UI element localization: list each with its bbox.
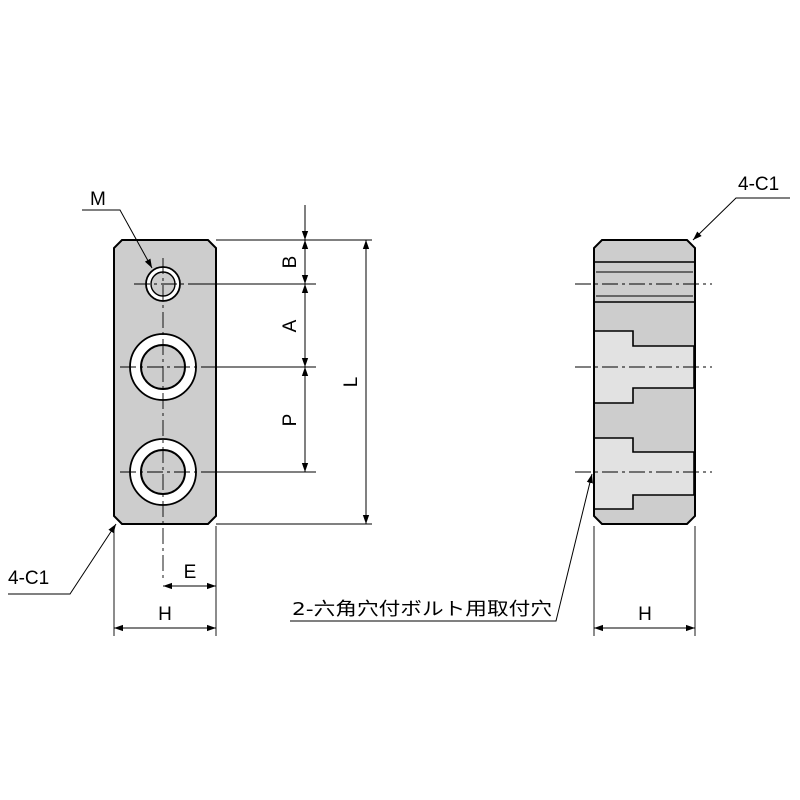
front-leaders	[8, 209, 153, 595]
label-l: L	[341, 377, 362, 388]
side-counterbore-lower	[595, 437, 695, 510]
label-chamfer-right: 4-C1	[738, 174, 779, 195]
label-e: E	[184, 562, 197, 583]
front-view: M B A P L E H 4-C1	[8, 189, 372, 636]
label-b: B	[280, 256, 301, 269]
side-extension-lines	[593, 526, 696, 636]
side-center-lines	[575, 283, 712, 473]
side-view: 4-C1 H 2-六角穴付ボルト用取付穴	[290, 174, 790, 636]
side-leaders	[290, 197, 790, 622]
front-extension-lines	[113, 239, 372, 636]
side-tapped-section	[594, 261, 695, 303]
label-a: A	[280, 319, 301, 332]
label-bolt-hole-note: 2-六角穴付ボルト用取付穴	[292, 599, 552, 620]
front-dimension-lines	[114, 205, 370, 632]
label-p: P	[280, 414, 301, 427]
label-m: M	[90, 189, 106, 210]
label-h-left: H	[158, 604, 172, 625]
front-center-lines	[120, 258, 210, 580]
label-chamfer-left: 4-C1	[8, 568, 49, 589]
label-h-right: H	[638, 604, 652, 625]
